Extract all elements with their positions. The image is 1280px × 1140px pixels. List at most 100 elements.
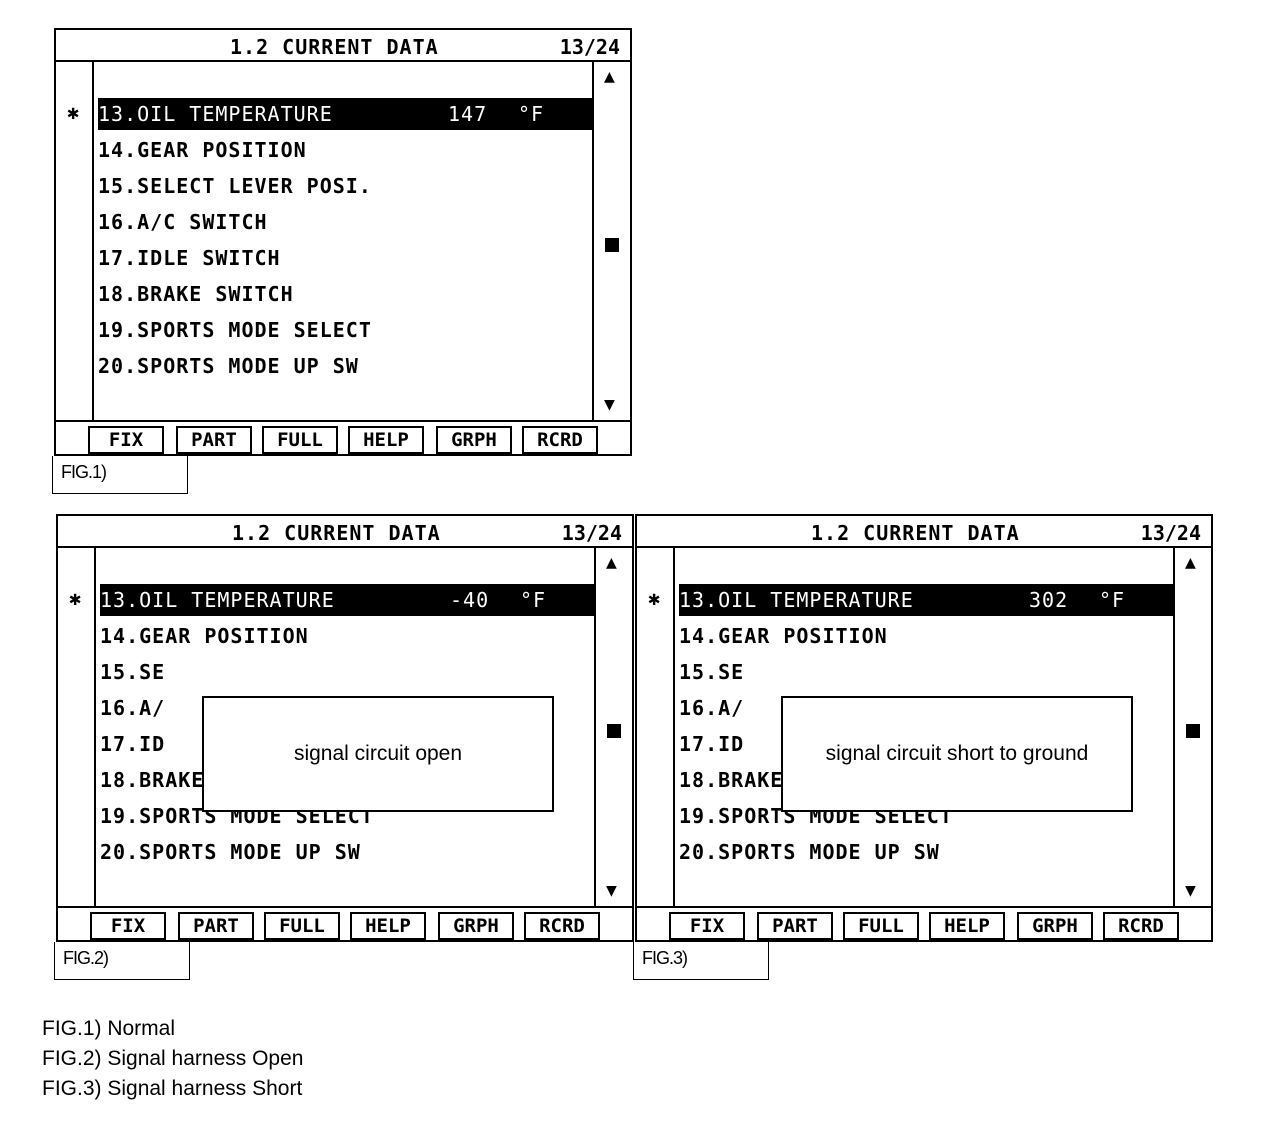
title-bar: 1.2 CURRENT DATA 13/24 — [637, 516, 1211, 548]
page-counter: 13/24 — [1140, 521, 1201, 545]
list-item-label: 16.A/C SWITCH — [98, 210, 268, 234]
list-item-unit: °F — [518, 102, 545, 126]
list-item-selected[interactable]: 13.OIL TEMPERATURE -40 °F — [100, 584, 594, 616]
list-item-value: -40 — [450, 588, 490, 612]
page-counter: 13/24 — [559, 35, 620, 59]
list-item-label: 20.SPORTS MODE UP SW — [98, 354, 359, 378]
fix-button[interactable]: FIX — [90, 912, 166, 940]
list-item[interactable]: 16.A/C SWITCH — [98, 206, 592, 238]
full-button[interactable]: FULL — [843, 912, 919, 940]
grph-button[interactable]: GRPH — [1017, 912, 1093, 940]
list-item[interactable]: 16.A/ — [679, 692, 1173, 724]
data-list: 13.OIL TEMPERATURE -40 °F 14.GEAR POSITI… — [96, 548, 594, 906]
screen-title: 1.2 CURRENT DATA — [811, 521, 1020, 545]
full-button[interactable]: FULL — [264, 912, 340, 940]
triangle-up-icon[interactable]: ▲ — [1185, 552, 1196, 573]
button-bar: FIX PART FULL HELP GRPH RCRD — [637, 906, 1211, 940]
title-bar: 1.2 CURRENT DATA 13/24 — [56, 30, 630, 62]
part-button[interactable]: PART — [757, 912, 833, 940]
list-item[interactable]: 17.ID — [679, 728, 1173, 760]
fix-button[interactable]: FIX — [88, 426, 164, 454]
list-item-label: 20.SPORTS MODE UP SW — [100, 840, 361, 864]
asterisk-icon: ✱ — [648, 586, 661, 610]
figure-legend: FIG.1) Normal FIG.2) Signal harness Open… — [42, 1014, 303, 1104]
list-item-value: 147 — [448, 102, 488, 126]
marker-column: ✱ — [56, 62, 94, 420]
part-button[interactable]: PART — [178, 912, 254, 940]
scanner-screen-fig1: 1.2 CURRENT DATA 13/24 ✱ 13.OIL TEMPERAT… — [54, 28, 632, 456]
list-item[interactable]: 15.SE — [100, 656, 594, 688]
list-item-label: 16.A/ — [679, 696, 745, 720]
list-item[interactable]: 15.SELECT LEVER POSI. — [98, 170, 592, 202]
list-item-unit: °F — [520, 588, 547, 612]
asterisk-icon: ✱ — [67, 100, 80, 124]
triangle-down-icon[interactable]: ▼ — [604, 394, 615, 415]
list-item[interactable]: 20.SPORTS MODE UP SW — [679, 836, 1173, 868]
list-item[interactable]: 14.GEAR POSITION — [98, 134, 592, 166]
list-item-label: 19.SPORTS MODE SELECT — [98, 318, 372, 342]
error-popup: signal circuit short to ground — [781, 696, 1133, 812]
help-button[interactable]: HELP — [350, 912, 426, 940]
square-icon[interactable] — [605, 238, 619, 252]
triangle-up-icon[interactable]: ▲ — [604, 66, 615, 87]
rcrd-button[interactable]: RCRD — [522, 426, 598, 454]
marker-column: ✱ — [58, 548, 96, 906]
list-item-label: 17.ID — [679, 732, 745, 756]
list-item-label: 15.SELECT LEVER POSI. — [98, 174, 372, 198]
grph-button[interactable]: GRPH — [436, 426, 512, 454]
page-counter: 13/24 — [561, 521, 622, 545]
list-item-label: 14.GEAR POSITION — [100, 624, 309, 648]
list-item[interactable]: 17.IDLE SWITCH — [98, 242, 592, 274]
list-item[interactable]: 17.ID — [100, 728, 594, 760]
list-item-label: 13.OIL TEMPERATURE — [98, 102, 333, 126]
grph-button[interactable]: GRPH — [438, 912, 514, 940]
scanner-screen-fig3: 1.2 CURRENT DATA 13/24 ✱ 13.OIL TEMPERAT… — [635, 514, 1213, 942]
data-list: 13.OIL TEMPERATURE 147 °F 14.GEAR POSITI… — [94, 62, 592, 420]
button-bar: FIX PART FULL HELP GRPH RCRD — [56, 420, 630, 454]
square-icon[interactable] — [607, 724, 621, 738]
scrollbar[interactable]: ▲ ▼ — [594, 548, 632, 906]
part-button[interactable]: PART — [176, 426, 252, 454]
fig-label: FIG.2) — [54, 942, 190, 980]
list-item-selected[interactable]: 13.OIL TEMPERATURE 147 °F — [98, 98, 592, 130]
list-item-value: 302 — [1029, 588, 1069, 612]
fig-label: FIG.3) — [633, 942, 769, 980]
list-item[interactable]: 15.SE — [679, 656, 1173, 688]
screen-title: 1.2 CURRENT DATA — [232, 521, 441, 545]
list-item[interactable]: 20.SPORTS MODE UP SW — [100, 836, 594, 868]
fix-button[interactable]: FIX — [669, 912, 745, 940]
list-item[interactable]: 14.GEAR POSITION — [679, 620, 1173, 652]
list-item[interactable]: 20.SPORTS MODE UP SW — [98, 350, 592, 382]
list-item-label: 15.SE — [100, 660, 166, 684]
list-item[interactable]: 14.GEAR POSITION — [100, 620, 594, 652]
list-item-label: 14.GEAR POSITION — [98, 138, 307, 162]
triangle-down-icon[interactable]: ▼ — [606, 880, 617, 901]
rcrd-button[interactable]: RCRD — [524, 912, 600, 940]
list-item-label: 13.OIL TEMPERATURE — [679, 588, 914, 612]
full-button[interactable]: FULL — [262, 426, 338, 454]
triangle-up-icon[interactable]: ▲ — [606, 552, 617, 573]
button-bar: FIX PART FULL HELP GRPH RCRD — [58, 906, 632, 940]
triangle-down-icon[interactable]: ▼ — [1185, 880, 1196, 901]
list-item-unit: °F — [1099, 588, 1126, 612]
list-item-label: 17.IDLE SWITCH — [98, 246, 281, 270]
square-icon[interactable] — [1186, 724, 1200, 738]
list-item-label: 18.BRAKE SWITCH — [98, 282, 294, 306]
list-item[interactable]: 19.SPORTS MODE SELECT — [98, 314, 592, 346]
list-item-selected[interactable]: 13.OIL TEMPERATURE 302 °F — [679, 584, 1173, 616]
list-item-label: 13.OIL TEMPERATURE — [100, 588, 335, 612]
legend-line: FIG.1) Normal — [42, 1017, 176, 1040]
legend-line: FIG.3) Signal harness Short — [42, 1077, 303, 1100]
list-item-label: 16.A/ — [100, 696, 166, 720]
list-item[interactable]: 16.A/ — [100, 692, 594, 724]
help-button[interactable]: HELP — [348, 426, 424, 454]
list-item[interactable]: 18.BRAKE SWITCH — [98, 278, 592, 310]
help-button[interactable]: HELP — [929, 912, 1005, 940]
asterisk-icon: ✱ — [69, 586, 82, 610]
scanner-screen-fig2: 1.2 CURRENT DATA 13/24 ✱ 13.OIL TEMPERAT… — [56, 514, 634, 942]
scrollbar[interactable]: ▲ ▼ — [1173, 548, 1211, 906]
screen-title: 1.2 CURRENT DATA — [230, 35, 439, 59]
scrollbar[interactable]: ▲ ▼ — [592, 62, 630, 420]
title-bar: 1.2 CURRENT DATA 13/24 — [58, 516, 632, 548]
rcrd-button[interactable]: RCRD — [1103, 912, 1179, 940]
